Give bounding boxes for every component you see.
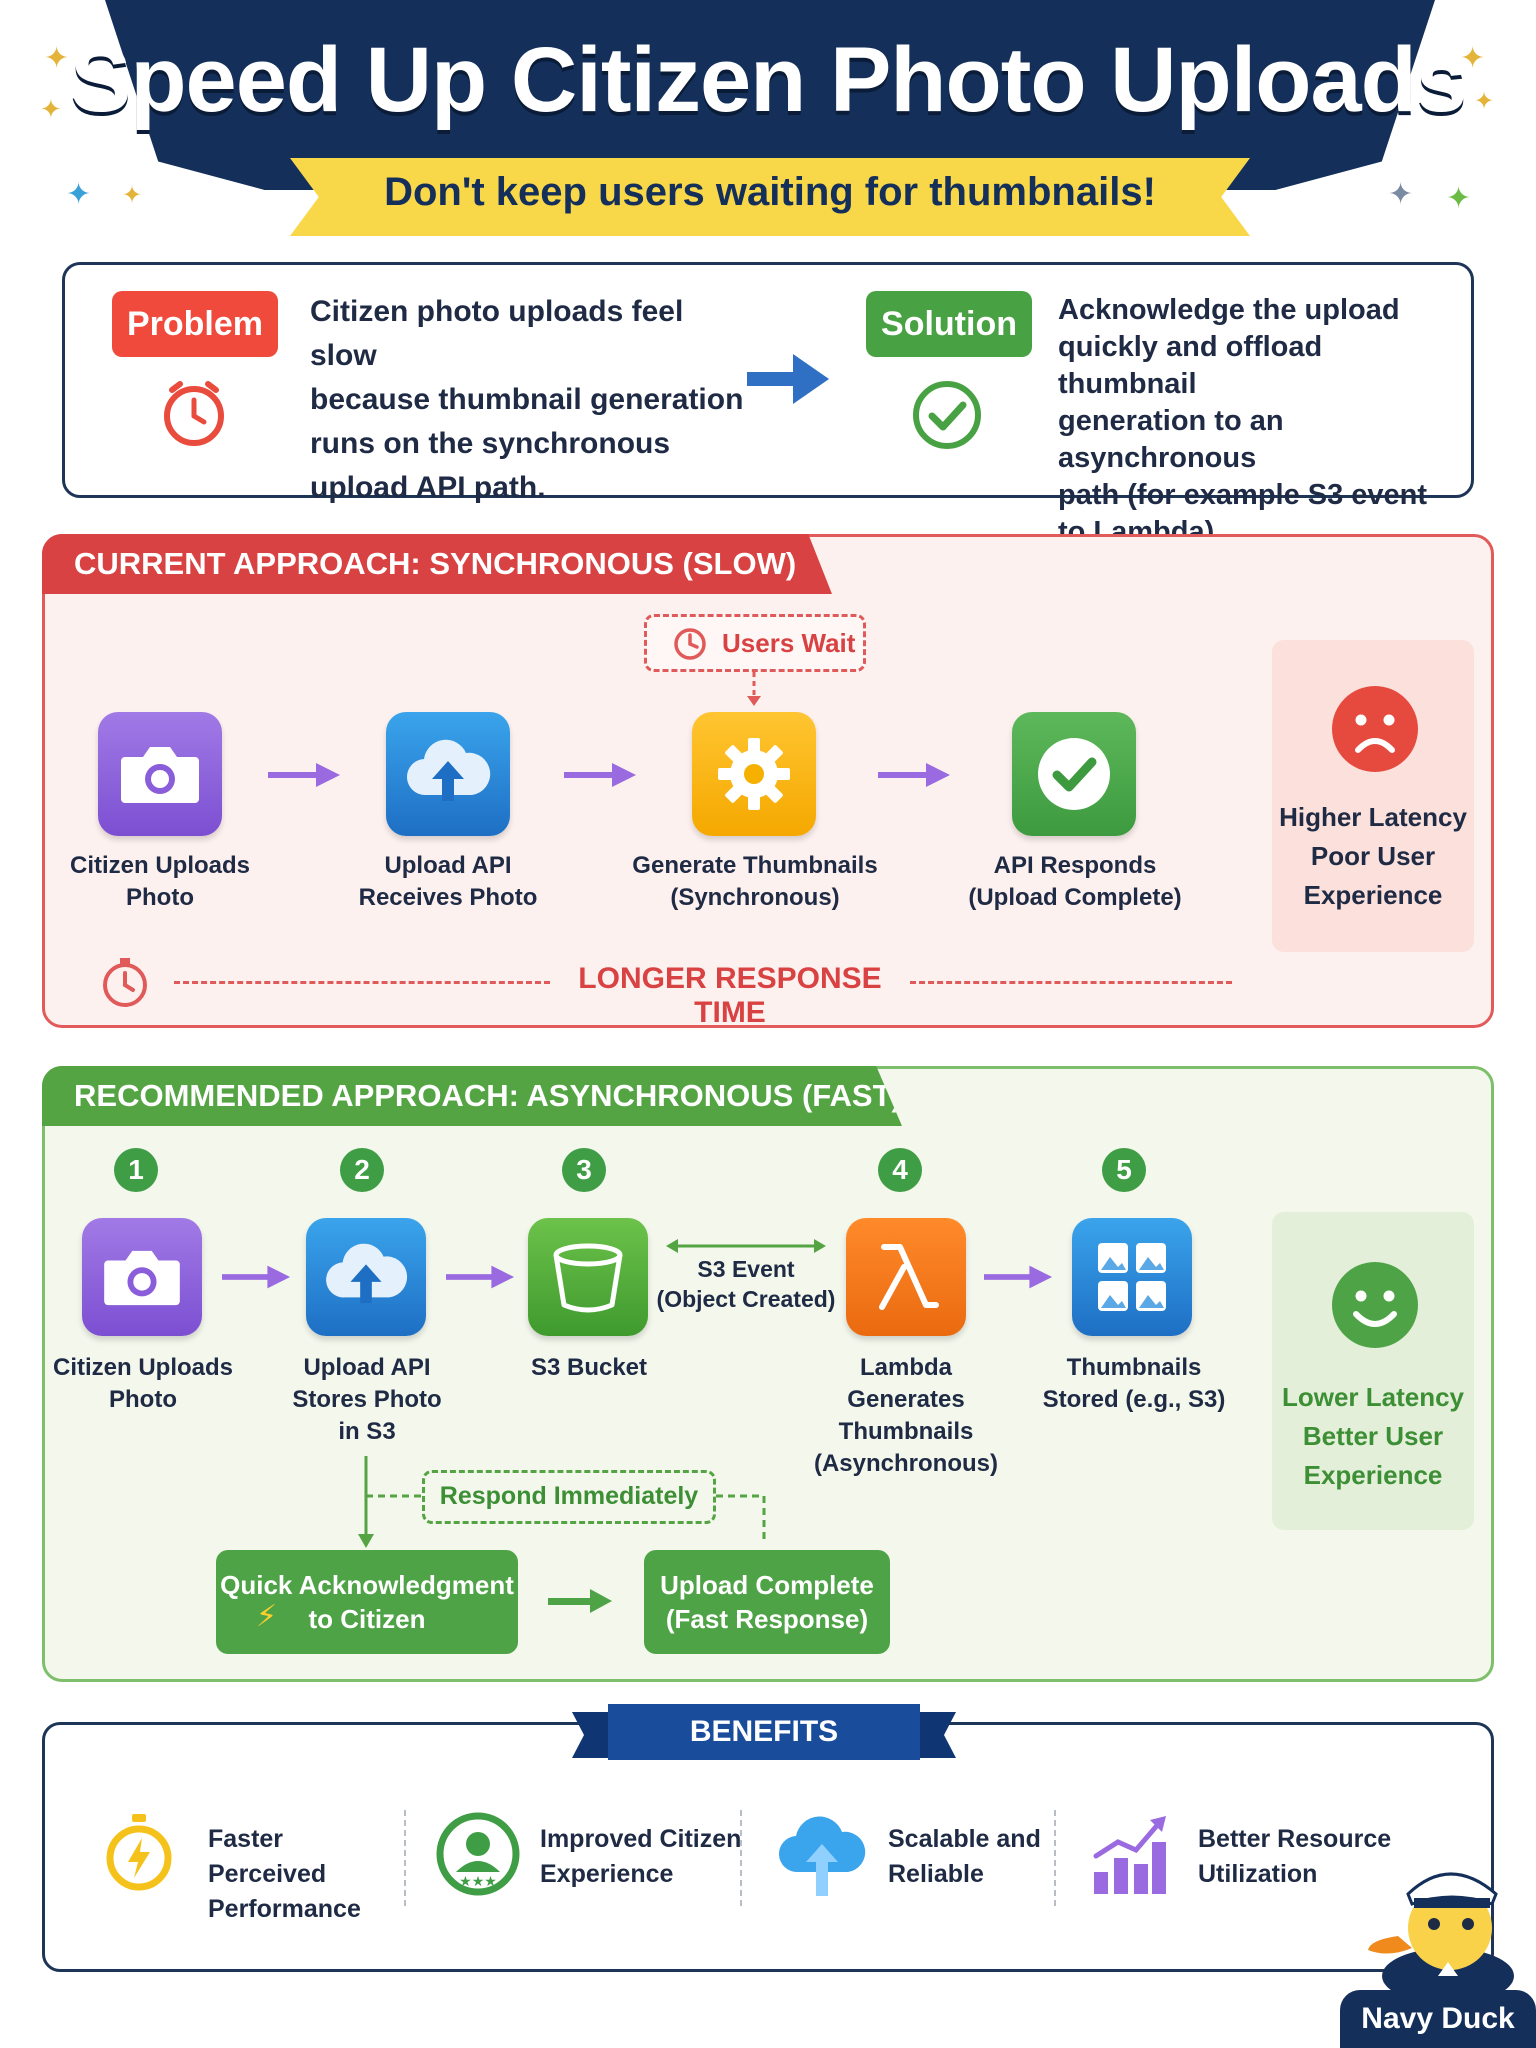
step-number-badge: 2 — [340, 1148, 384, 1192]
camera-tile — [82, 1218, 202, 1336]
lightning-icon: ⚡ — [256, 1600, 278, 1633]
benefits-panel — [42, 1722, 1494, 1972]
users-wait-label: Users Wait — [722, 628, 856, 658]
sparkle-icon: ✦ — [122, 182, 143, 209]
navy-duck-mascot — [1368, 1872, 1514, 1998]
gear-icon — [718, 738, 790, 810]
svg-text:★★★: ★★★ — [459, 1874, 497, 1890]
camera-icon — [104, 1250, 180, 1306]
step-label: Generate Thumbnails(Synchronous) — [632, 852, 878, 911]
benefit-divider — [404, 1810, 406, 1906]
respond-flow-lines — [358, 1456, 766, 1548]
happy-face-icon — [1332, 1262, 1418, 1348]
quick-acknowledgment-box: Quick Acknowledgment ⚡ to Citizen — [216, 1550, 518, 1654]
subtitle-ribbon — [290, 158, 1250, 236]
camera-icon — [121, 747, 199, 803]
sparkle-icon: ✦ — [66, 178, 92, 211]
flow-arrow — [878, 763, 950, 787]
recommended-approach-heading: RECOMMENDED APPROACH: ASYNCHRONOUS (FAST… — [42, 1066, 902, 1126]
s3-bucket-tile — [528, 1218, 648, 1336]
check-circle-icon — [913, 381, 981, 449]
lambda-tile — [846, 1218, 966, 1336]
bucket-icon — [553, 1243, 623, 1313]
respond-immediately-label: Respond Immediately — [439, 1482, 699, 1510]
step-number-badge: 5 — [1102, 1148, 1146, 1192]
image-grid-icon — [1098, 1243, 1166, 1311]
step-number-badge: 1 — [114, 1148, 158, 1192]
response-dashed-line-right — [910, 981, 1232, 984]
sparkle-icon: ✦ — [40, 94, 62, 124]
thumbnails-tile — [1072, 1218, 1192, 1336]
upload-complete-box: Upload Complete (Fast Response) — [644, 1550, 890, 1654]
sparkle-icon: ✦ — [44, 42, 70, 75]
users-wait-callout — [644, 614, 866, 672]
gear-tile — [692, 712, 816, 836]
stopwatch-icon — [106, 1814, 172, 1891]
cloud-upload-tile — [306, 1218, 426, 1336]
step-label: API Responds(Upload Complete) — [968, 852, 1182, 911]
flow-arrow — [984, 1265, 1053, 1289]
problem-solution-panel — [62, 262, 1474, 498]
respond-immediately-box — [422, 1470, 716, 1524]
recommended-outcome-text: Lower Latency Better User Experience — [1281, 1382, 1465, 1490]
flow-arrow — [446, 1265, 515, 1289]
arrow-right-icon — [747, 354, 829, 404]
solution-description: Acknowledge the upload quickly and offlo… — [1058, 294, 1428, 548]
clock-icon — [674, 628, 706, 660]
step-number-badge: 4 — [878, 1148, 922, 1192]
alarm-clock-icon — [164, 381, 224, 446]
check-icon — [1038, 738, 1110, 810]
problem-label: Problem — [112, 291, 278, 357]
step-label: S3 Bucket — [530, 1354, 648, 1381]
camera-tile — [98, 712, 222, 836]
sad-face-icon — [1332, 686, 1418, 772]
response-dashed-line-left — [174, 981, 550, 984]
solution-label: Solution — [866, 291, 1032, 357]
cloud-upload-icon — [406, 739, 491, 801]
sparkle-icon: ✦ — [1474, 88, 1495, 115]
current-outcome-text: Higher Latency Poor User Experience — [1279, 802, 1467, 910]
benefit-divider — [1054, 1810, 1056, 1906]
growth-chart-icon — [1093, 1816, 1166, 1894]
page-title: Speed Up Citizen Photo Uploads — [69, 29, 1467, 131]
flow-arrow — [268, 763, 340, 787]
benefit-divider — [740, 1810, 742, 1906]
sparkle-icon: ✦ — [1460, 42, 1486, 75]
flow-arrow — [548, 1589, 612, 1613]
current-approach-heading: CURRENT APPROACH: SYNCHRONOUS (SLOW) — [42, 534, 832, 594]
wait-connector-arrow — [747, 672, 761, 706]
page-subtitle: Don't keep users waiting for thumbnails! — [384, 170, 1156, 214]
cloud-upload-icon — [326, 1243, 408, 1304]
stopwatch-icon — [103, 958, 147, 1007]
s3-event-arrow — [666, 1239, 826, 1253]
lambda-icon — [879, 1244, 939, 1310]
benefits-heading: BENEFITS — [608, 1704, 920, 1760]
sparkle-icon: ✦ — [1446, 182, 1472, 215]
problem-description: Citizen photo uploads feel slow because … — [310, 295, 744, 504]
check-tile — [1012, 712, 1136, 836]
cloud-upload-icon — [778, 1816, 866, 1896]
s3-event-label: S3 Event (Object Created) — [656, 1256, 836, 1312]
flow-arrow — [564, 763, 636, 787]
citizen-badge-icon: ★★★ — [436, 1812, 520, 1896]
flow-arrow — [222, 1265, 291, 1289]
response-time-label: LONGER RESPONSE TIME — [578, 962, 882, 1029]
cloud-upload-tile — [386, 712, 510, 836]
step-number-badge: 3 — [562, 1148, 606, 1192]
sparkle-icon: ✦ — [1388, 178, 1414, 211]
mascot-label: Navy Duck — [1340, 1990, 1536, 2048]
